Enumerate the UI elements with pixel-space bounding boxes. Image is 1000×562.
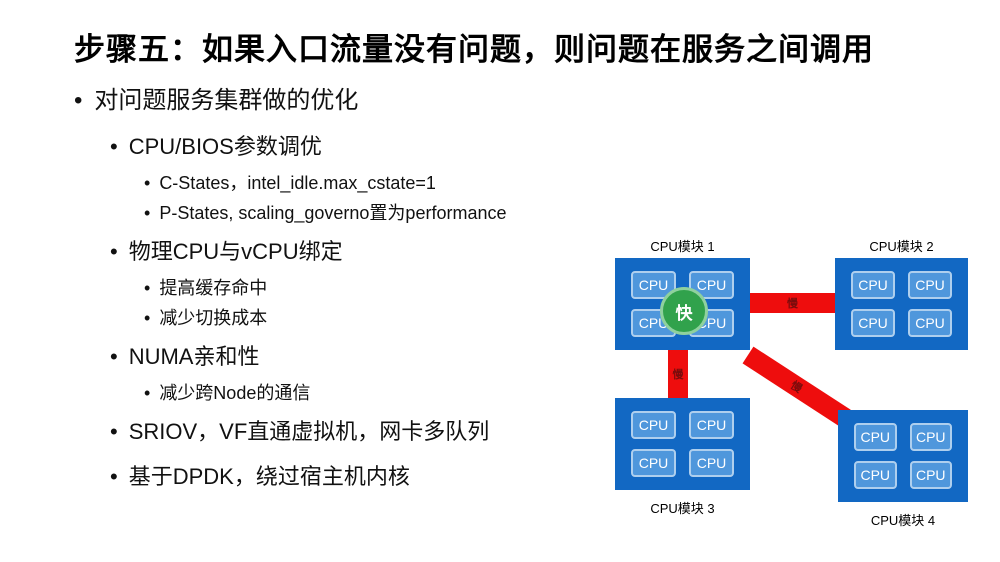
bullet-item: • C-States，intel_idle.max_cstate=1 [144,172,614,195]
bullet-text: CPU/BIOS参数调优 [128,134,322,159]
bullet-icon: • [74,87,83,114]
bullet-icon: • [110,464,118,489]
cpu-chip: CPU [851,271,895,299]
module-4-label: CPU模块 4 [870,513,936,528]
bullet-text: 提高缓存命中 [159,278,268,298]
bullet-item: • SRIOV，VF直通虚拟机，网卡多队列 [110,418,614,446]
bullet-text: 物理CPU与vCPU绑定 [128,239,343,264]
slow-link-module1-module2: 慢 [748,293,837,313]
cpu-chip: CPU [631,271,676,299]
cpu-module-3: CPU CPU CPU CPU [615,398,750,490]
cpu-chip: CPU [909,423,952,451]
bullet-text: 减少跨Node的通信 [159,383,311,403]
cpu-module-1: CPU CPU CPU CPU [615,258,750,350]
slide-title: 步骤五：如果入口流量没有问题，则问题在服务之间调用 [74,32,874,67]
cpu-chip: CPU [689,271,734,299]
bullet-icon: • [144,308,151,328]
cpu-chip: CPU [908,271,952,299]
slow-label: 慢 [672,369,684,381]
slow-label: 慢 [787,298,798,310]
cpu-chip: CPU [854,461,897,489]
bullet-item: • P-States, scaling_governo置为performance [144,202,614,225]
bullet-item: • 提高缓存命中 [144,277,614,300]
bullet-icon: • [110,344,118,369]
bullet-icon: • [144,173,151,193]
cpu-chip: CPU [909,461,952,489]
bullet-icon: • [144,203,151,223]
bullet-text: P-States, scaling_governo置为performance [159,203,507,223]
cpu-chip: CPU [851,309,895,337]
bullet-text: C-States，intel_idle.max_cstate=1 [159,173,436,193]
cpu-chip: CPU [854,423,897,451]
slow-link-module1-module4: 慢 [742,346,851,427]
cpu-chip: CPU [689,449,734,477]
bullet-icon: • [110,239,118,264]
bullet-item: • 物理CPU与vCPU绑定 [110,238,614,266]
bullet-text: 减少切换成本 [159,308,268,328]
cpu-chip: CPU [631,309,676,337]
bullet-icon: • [110,134,118,159]
bullet-item: • 减少跨Node的通信 [144,382,614,405]
cpu-chip: CPU [631,449,676,477]
cpu-chip: CPU [631,411,676,439]
fast-badge: 快 [660,287,708,335]
bullet-item: • CPU/BIOS参数调优 [110,133,614,161]
bullet-item: • 基于DPDK，绕过宿主机内核 [110,463,614,491]
bullet-list: • 对问题服务集群做的优化 • CPU/BIOS参数调优 • C-States，… [74,86,614,502]
module-2-label: CPU模块 2 [869,239,934,254]
bullet-icon: • [110,419,118,444]
cpu-module-4: CPU CPU CPU CPU [838,410,968,502]
bullet-text: NUMA亲和性 [128,344,260,369]
bullet-text: 基于DPDK，绕过宿主机内核 [128,464,410,489]
module-3-label: CPU模块 3 [650,501,715,516]
bullet-text: 对问题服务集群做的优化 [94,87,359,114]
bullet-item: • 对问题服务集群做的优化 [74,86,614,116]
slow-link-module1-module3: 慢 [668,348,688,400]
module-1-label: CPU模块 1 [650,239,715,254]
cpu-chip: CPU [689,411,734,439]
cpu-chip: CPU [908,309,952,337]
bullet-icon: • [144,383,151,403]
cpu-chip: CPU [689,309,734,337]
bullet-text: SRIOV，VF直通虚拟机，网卡多队列 [128,419,490,444]
slow-label: 慢 [788,379,804,396]
bullet-item: • 减少切换成本 [144,307,614,330]
bullet-icon: • [144,278,151,298]
cpu-module-2: CPU CPU CPU CPU [835,258,968,350]
bullet-item: • NUMA亲和性 [110,343,614,371]
